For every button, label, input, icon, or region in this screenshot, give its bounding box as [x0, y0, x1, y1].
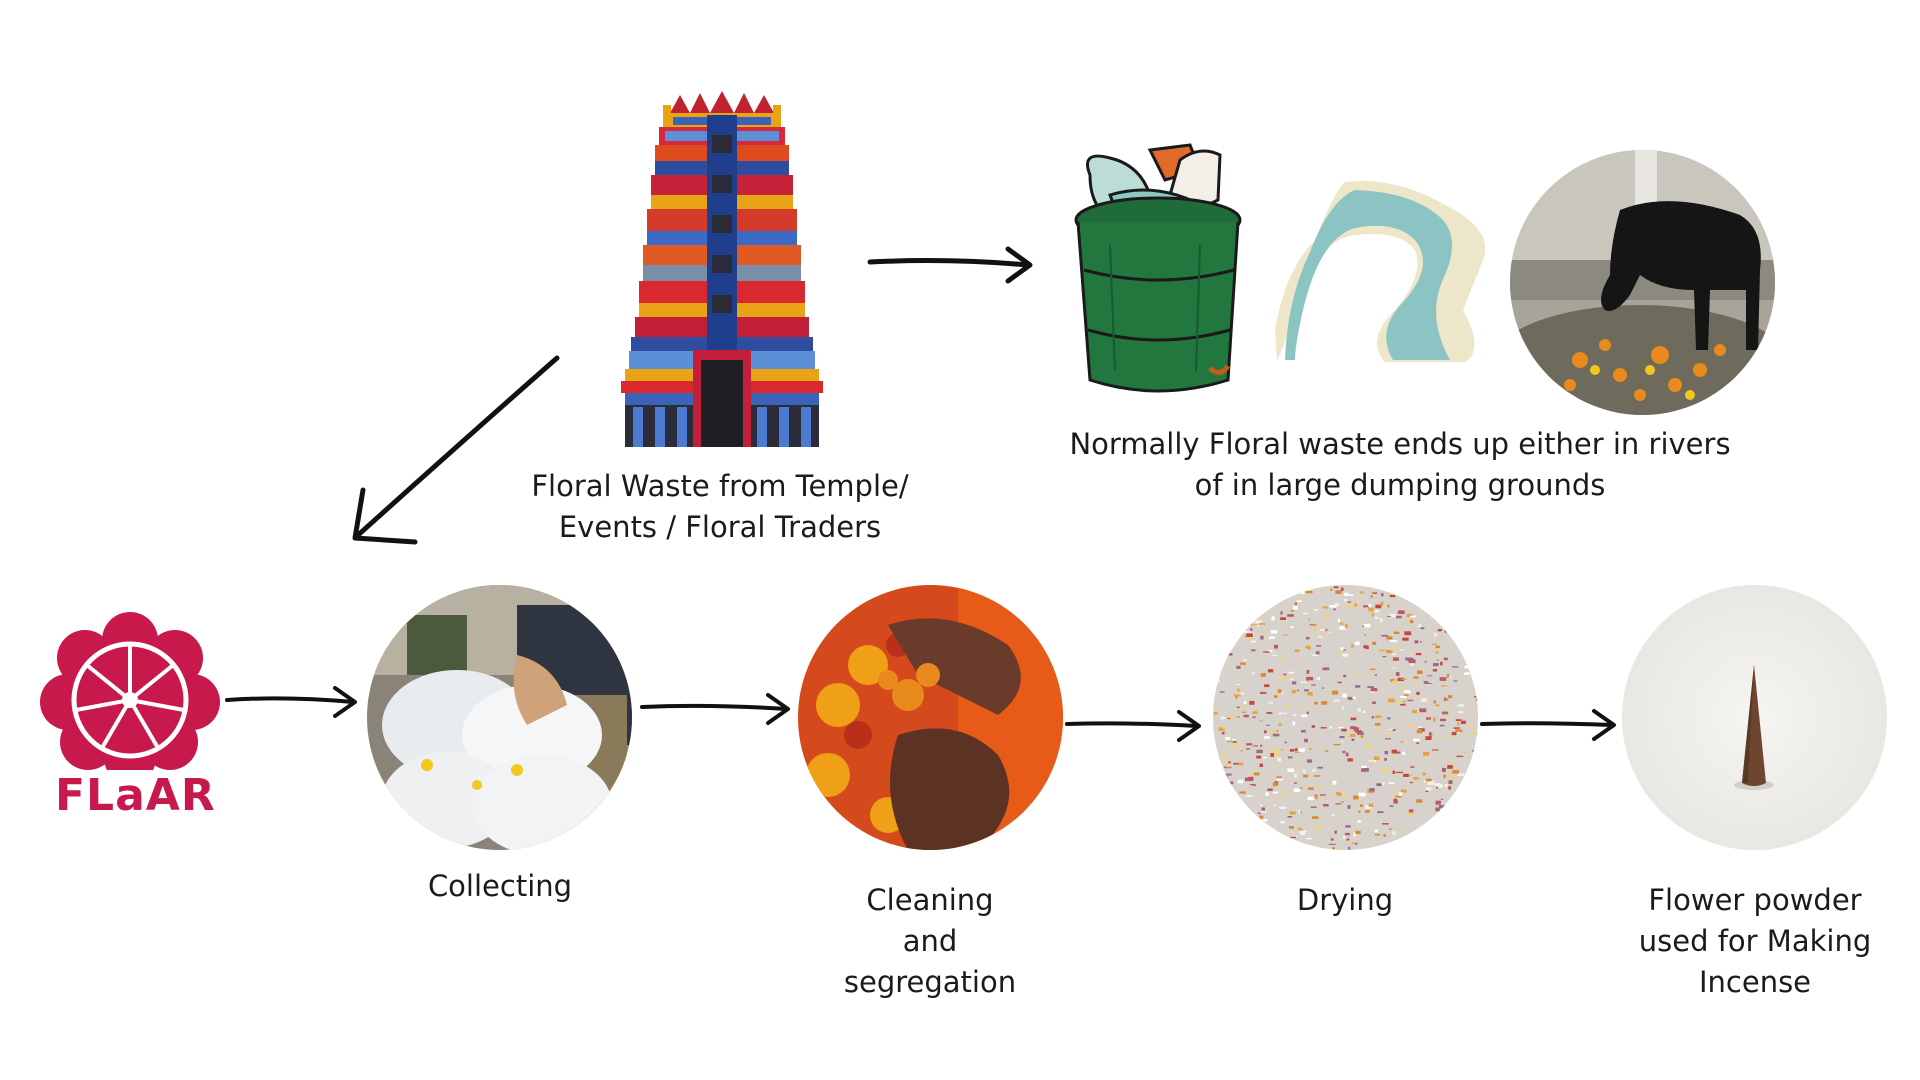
step-drying-caption: Drying — [1205, 880, 1485, 921]
step-cleaning-caption: Cleaning and segregation — [790, 880, 1070, 1003]
step-incense-caption: Flower powder used for Making Incense — [1610, 880, 1900, 1003]
flaar-logo-text: FLaAR — [55, 770, 216, 821]
arrow-to-collecting — [345, 350, 565, 550]
step-incense-line-2: used for Making — [1638, 924, 1872, 958]
step-drying-line-1: Drying — [1296, 883, 1394, 917]
temple-caption-line-1: Floral Waste from Temple/ — [531, 469, 909, 503]
arrow-collecting-to-cleaning — [640, 690, 795, 730]
flaar-flower-icon — [40, 612, 220, 784]
flaar-logo: FLaAR — [30, 610, 230, 825]
cow-dump-photo — [1510, 150, 1775, 415]
river-icon — [1275, 180, 1495, 365]
cleaning-photo — [798, 585, 1063, 850]
drying-photo — [1213, 585, 1478, 850]
step-cleaning-line-1: Cleaning — [866, 883, 994, 917]
disposal-caption-line-2: of in large dumping grounds — [1194, 468, 1606, 502]
disposal-caption: Normally Floral waste ends up either in … — [1040, 424, 1760, 506]
arrow-cleaning-to-drying — [1065, 705, 1205, 745]
step-cleaning-line-2: and — [902, 924, 958, 958]
step-incense-line-1: Flower powder — [1648, 883, 1862, 917]
temple-caption-line-2: Events / Floral Traders — [558, 510, 882, 544]
disposal-caption-line-1: Normally Floral waste ends up either in … — [1069, 427, 1731, 461]
step-cleaning-line-3: segregation — [843, 965, 1017, 999]
trash-bin-icon — [1070, 140, 1250, 400]
temple-illustration — [585, 85, 860, 450]
arrow-logo-to-collecting — [225, 682, 360, 722]
step-incense-line-3: Incense — [1698, 965, 1812, 999]
incense-photo — [1622, 585, 1887, 850]
step-collecting-caption: Collecting — [360, 866, 640, 907]
collecting-photo — [367, 585, 632, 850]
step-collecting-line-1: Collecting — [427, 869, 573, 903]
arrow-drying-to-incense — [1480, 705, 1620, 745]
arrow-to-disposal — [867, 245, 1038, 285]
temple-caption: Floral Waste from Temple/ Events / Flora… — [500, 466, 940, 548]
